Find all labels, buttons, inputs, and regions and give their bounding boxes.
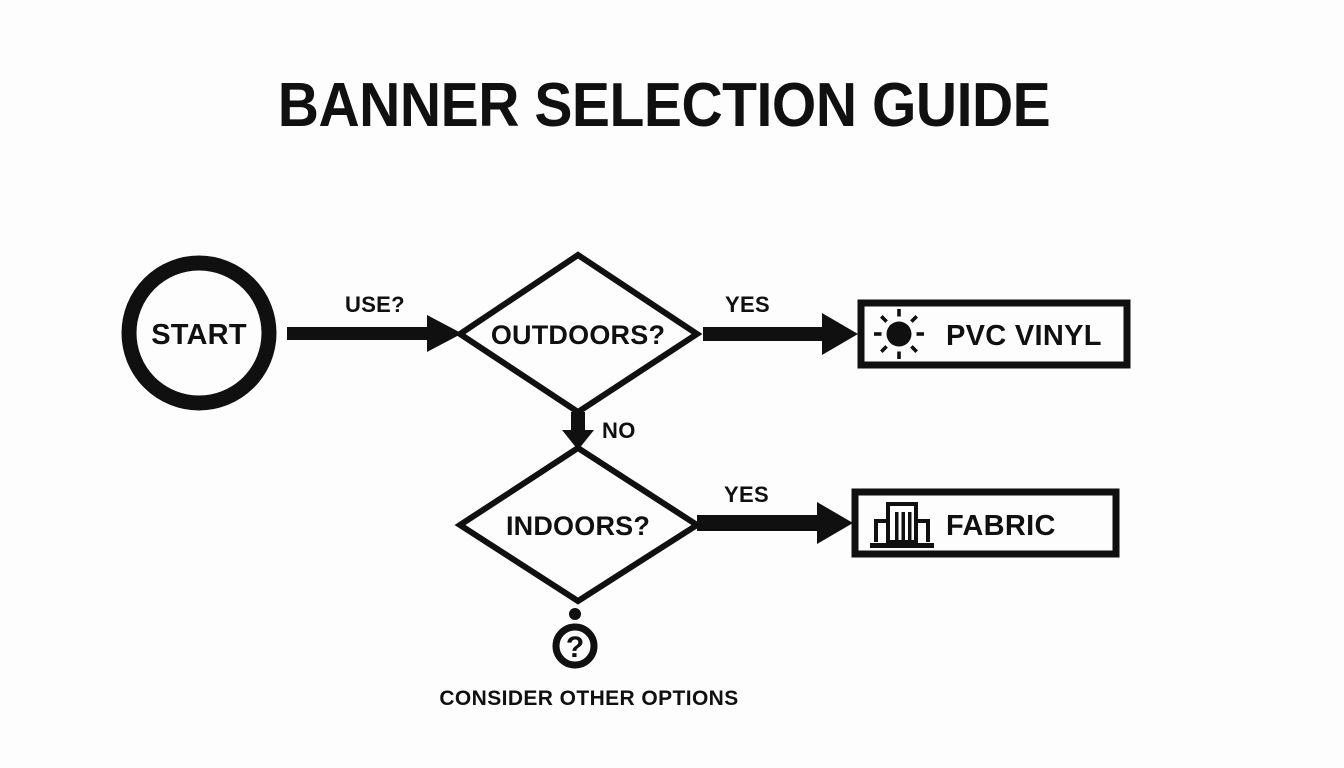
edge-shaft bbox=[287, 327, 427, 340]
node-fallback[interactable]: ? CONSIDER OTHER OPTIONS bbox=[439, 608, 738, 710]
page-title: BANNER SELECTION GUIDE bbox=[278, 70, 1051, 140]
node-decision-outdoors[interactable]: OUTDOORS? bbox=[454, 251, 703, 416]
question-circle bbox=[552, 623, 598, 669]
edge-label-yes-indoors: YES bbox=[724, 482, 769, 507]
question-mark-icon: ? bbox=[566, 631, 584, 664]
arrowhead-icon bbox=[427, 315, 462, 352]
building-icon bbox=[870, 502, 934, 548]
fallback-caption: CONSIDER OTHER OPTIONS bbox=[439, 687, 738, 710]
edge-start-to-outdoors: USE? bbox=[287, 292, 462, 352]
edge-outdoors-yes: YES bbox=[703, 292, 858, 355]
arrowhead-icon bbox=[562, 430, 594, 450]
edge-label-no: NO bbox=[602, 418, 636, 443]
edge-label-use: USE? bbox=[345, 292, 405, 317]
indoors-label: INDOORS? bbox=[506, 511, 650, 541]
node-outcome-pvc-vinyl[interactable]: PVC VINYL bbox=[857, 299, 1131, 369]
outdoors-label: OUTDOORS? bbox=[491, 320, 665, 350]
pvc-vinyl-box bbox=[857, 299, 1131, 369]
arrowhead-icon bbox=[817, 502, 853, 544]
fabric-label: FABRIC bbox=[946, 510, 1056, 542]
edge-shaft bbox=[571, 412, 585, 432]
edge-shaft bbox=[697, 515, 817, 531]
connector-dot bbox=[569, 608, 581, 620]
node-outcome-fabric[interactable]: FABRIC bbox=[851, 488, 1120, 558]
sun-icon bbox=[874, 309, 924, 359]
edge-outdoors-no: NO bbox=[562, 412, 636, 450]
pvc-vinyl-label: PVC VINYL bbox=[946, 320, 1102, 352]
start-label: START bbox=[151, 319, 247, 351]
edge-label-yes-outdoors: YES bbox=[725, 292, 770, 317]
node-start[interactable]: START bbox=[121, 255, 277, 411]
edge-shaft bbox=[703, 327, 822, 341]
node-decision-indoors[interactable]: INDOORS? bbox=[454, 444, 703, 605]
arrowhead-icon bbox=[822, 313, 858, 355]
indoors-diamond bbox=[454, 444, 703, 605]
edge-indoors-yes: YES bbox=[697, 482, 853, 544]
start-circle bbox=[121, 255, 277, 411]
